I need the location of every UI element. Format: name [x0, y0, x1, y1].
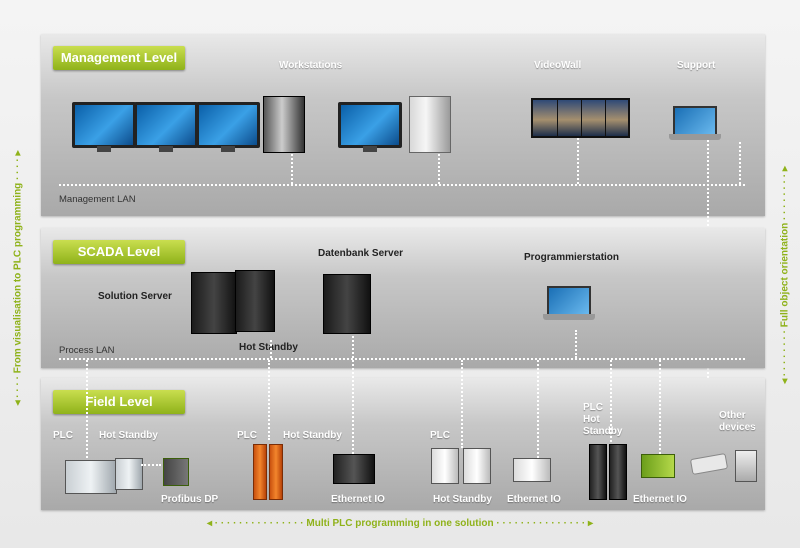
management-level-badge: Management Level [53, 46, 185, 70]
support-label: Support [677, 60, 716, 71]
field-level-badge: Field Level [53, 390, 185, 414]
management-level-panel: Management Level Workstations VideoWall … [41, 34, 765, 466]
arrow-left-icon: ◂ · · · · · · · · · · · · · · · [206, 518, 307, 529]
scada-connector [352, 336, 354, 358]
arrow-up-icon: · · · · · · · · ▸ [779, 166, 791, 223]
workstation-monitor [134, 102, 198, 152]
plc-label: PLC [430, 430, 450, 441]
management-lan-drop [739, 142, 741, 184]
plc-label: PLC [583, 402, 603, 413]
scada-connector [270, 340, 272, 358]
other-devices-label: Other [719, 410, 746, 421]
plc-black [589, 444, 607, 500]
device-panel-icon [735, 450, 757, 482]
management-lan-line [59, 184, 745, 186]
process-lan-line [59, 358, 745, 360]
workstations-label: Workstations [279, 60, 343, 71]
hot-standby-label: Hot Standby [433, 494, 492, 505]
videowall-connector [577, 138, 579, 184]
arrow-down-icon: ◂ · · · · · · · · [779, 327, 791, 384]
plc-white [431, 448, 459, 484]
solution-server-label: Solution Server [98, 291, 172, 302]
plc-orange [253, 444, 267, 500]
videowall-label: VideoWall [534, 60, 582, 71]
plc-rack [65, 460, 117, 494]
scada-level-badge: SCADA Level [53, 240, 185, 264]
ethernet-io-module [513, 458, 551, 482]
arrow-down-icon: · · · · ▸ [12, 150, 24, 183]
plc-black-standby [609, 444, 627, 500]
field-connector [610, 360, 612, 442]
process-lan-label: Process LAN [59, 345, 115, 356]
plc-orange-standby [269, 444, 283, 500]
support-laptop [669, 106, 721, 140]
plc-label: PLC [237, 430, 257, 441]
standby-label: Standby [583, 426, 623, 437]
videowall-screen [531, 98, 630, 138]
field-connector [537, 360, 539, 458]
hot-standby-label: Hot Standby [239, 342, 298, 353]
plc-rack-standby [115, 458, 143, 490]
ethernet-io-module [333, 454, 375, 484]
ethernet-io-label: Ethernet IO [331, 494, 385, 505]
ethernet-io-label: Ethernet IO [507, 494, 561, 505]
plc-label: PLC [53, 430, 73, 441]
datenbank-server-label: Datenbank Server [318, 248, 404, 259]
hot-standby-label: Hot Standby [283, 430, 342, 441]
workstation-tower [409, 96, 451, 153]
camera-icon [689, 452, 729, 476]
profibus-dp-label: Profibus DP [161, 494, 219, 505]
ethernet-io-module [641, 454, 675, 478]
plc-white-standby [463, 448, 491, 484]
field-level-panel: Field Level PLC Hot Standby Profibus DP … [41, 378, 765, 510]
bottom-side-label: ◂ · · · · · · · · · · · · · · · Multi PL… [206, 518, 594, 529]
workstation-connector [291, 154, 293, 184]
field-connector [268, 360, 270, 440]
scada-connector [575, 330, 577, 358]
other-devices-label: devices [719, 422, 756, 433]
database-server [323, 274, 371, 334]
profibus-dp-module [163, 458, 189, 486]
workstation-monitor [338, 102, 402, 152]
ethernet-io-label: Ethernet IO [633, 494, 687, 505]
hot-label: Hot [583, 414, 600, 425]
programming-laptop [543, 286, 595, 320]
field-connector [659, 360, 661, 454]
management-lan-label: Management LAN [59, 194, 136, 205]
arrow-right-icon: · · · · · · · · · · · · · · · ▸ [493, 518, 594, 529]
workstation-monitor [196, 102, 260, 152]
profibus-link [141, 464, 161, 466]
scada-level-panel: SCADA Level Solution Server Datenbank Se… [41, 228, 765, 368]
solution-server [191, 272, 237, 334]
workstation-tower [263, 96, 305, 153]
workstation-connector [438, 154, 440, 184]
programmierstation-label: Programmierstation [524, 252, 620, 263]
hot-standby-label: Hot Standby [99, 430, 158, 441]
arrow-up-icon: ◂ · · · · [12, 373, 24, 406]
field-connector [352, 360, 354, 454]
solution-server-standby [235, 270, 275, 332]
workstation-monitor [72, 102, 136, 152]
field-connector [86, 360, 88, 458]
field-connector [461, 360, 463, 448]
